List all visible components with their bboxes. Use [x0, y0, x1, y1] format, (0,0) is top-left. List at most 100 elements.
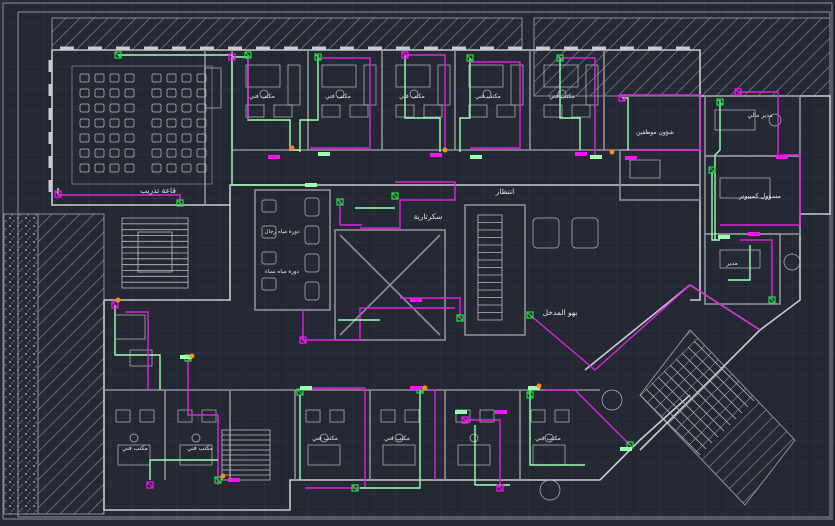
outlet-mark	[556, 54, 564, 62]
network-outlet	[351, 484, 359, 492]
outlet-mark	[244, 51, 252, 59]
chair	[191, 433, 201, 443]
cable-tag	[180, 355, 192, 359]
label-tech-office-9: مكتب فني	[384, 435, 410, 442]
chair	[166, 73, 177, 83]
network-outlet	[526, 311, 534, 319]
chair	[482, 89, 492, 99]
stair-core	[464, 204, 526, 336]
chair	[139, 409, 155, 423]
sofa	[532, 217, 560, 249]
chair	[124, 148, 135, 158]
junction-point	[220, 473, 226, 479]
chair	[196, 163, 207, 173]
stair-tread	[663, 370, 725, 432]
cable-run	[740, 239, 773, 300]
chair	[109, 148, 120, 158]
toilet	[304, 253, 320, 273]
cable-run	[118, 54, 310, 186]
label-staff-affairs: شؤون موظفين	[636, 129, 674, 136]
outlet-mark	[618, 94, 626, 102]
chair	[305, 409, 321, 423]
outlet-mark	[228, 53, 236, 61]
chair	[557, 89, 567, 99]
stair-tread	[657, 376, 719, 438]
label-tech-office-6: مكتب فني	[122, 445, 148, 452]
desk	[307, 444, 341, 466]
chair	[79, 88, 90, 98]
cable-tag	[620, 447, 632, 451]
building-walls	[48, 46, 831, 511]
outlet-mark	[351, 484, 359, 492]
chair	[196, 73, 207, 83]
desk	[382, 444, 416, 466]
chair	[109, 88, 120, 98]
chair	[380, 409, 396, 423]
chair	[469, 433, 479, 443]
wall-segment	[103, 300, 600, 511]
outlet-mark	[214, 476, 222, 484]
label-manager: مدير	[725, 260, 737, 267]
stair-tread	[645, 388, 707, 450]
external-hatch-areas	[3, 17, 831, 515]
shaft-cross	[339, 234, 441, 336]
junction-point	[609, 149, 615, 155]
outlet-mark	[296, 388, 304, 396]
chair	[201, 409, 217, 423]
chair	[196, 118, 207, 128]
plant	[768, 113, 782, 127]
chair	[196, 88, 207, 98]
chair	[409, 89, 419, 99]
outlet-mark	[176, 199, 184, 207]
chair	[273, 104, 293, 118]
label-tech-office-5: مكتب فني	[549, 93, 575, 100]
stair-tread	[681, 352, 743, 414]
chair	[496, 104, 516, 118]
network-outlet	[708, 166, 716, 174]
chair	[124, 73, 135, 83]
chair	[166, 148, 177, 158]
stair-tread	[687, 346, 749, 408]
cable-run	[58, 194, 181, 205]
outlet-mark	[526, 311, 534, 319]
cable-run	[470, 61, 521, 149]
network-outlet	[401, 51, 409, 59]
cable-run	[430, 389, 436, 480]
chair	[79, 148, 90, 158]
chair	[151, 118, 162, 128]
chair	[151, 73, 162, 83]
junction-point	[442, 147, 448, 153]
chair	[115, 409, 131, 423]
network-outlet	[496, 484, 504, 492]
chair	[394, 433, 404, 443]
desk	[457, 444, 491, 466]
cable-tag	[318, 152, 330, 156]
training-seating-area	[71, 65, 213, 185]
column	[601, 389, 623, 411]
cable-run	[125, 311, 149, 390]
network-outlet	[461, 416, 469, 424]
cable-tag	[300, 386, 312, 390]
chair	[196, 148, 207, 158]
desk	[117, 444, 151, 466]
chair	[151, 148, 162, 158]
cable-tag	[455, 410, 467, 414]
label-tech-office-10: مكتب فني	[535, 435, 561, 442]
toilet	[304, 225, 320, 245]
chair	[554, 409, 570, 423]
chair	[151, 103, 162, 113]
desk	[468, 64, 504, 88]
wash-basin	[261, 225, 277, 239]
chair	[571, 104, 591, 118]
network-outlet	[391, 192, 399, 200]
network-outlet	[228, 53, 236, 61]
cable-run	[529, 390, 585, 466]
stair-tread	[639, 394, 701, 456]
furniture	[71, 64, 801, 501]
chair	[129, 349, 153, 367]
network-outlet	[111, 301, 119, 309]
network-outlet	[244, 51, 252, 59]
network-outlet	[54, 190, 62, 198]
cable-run	[559, 58, 581, 150]
